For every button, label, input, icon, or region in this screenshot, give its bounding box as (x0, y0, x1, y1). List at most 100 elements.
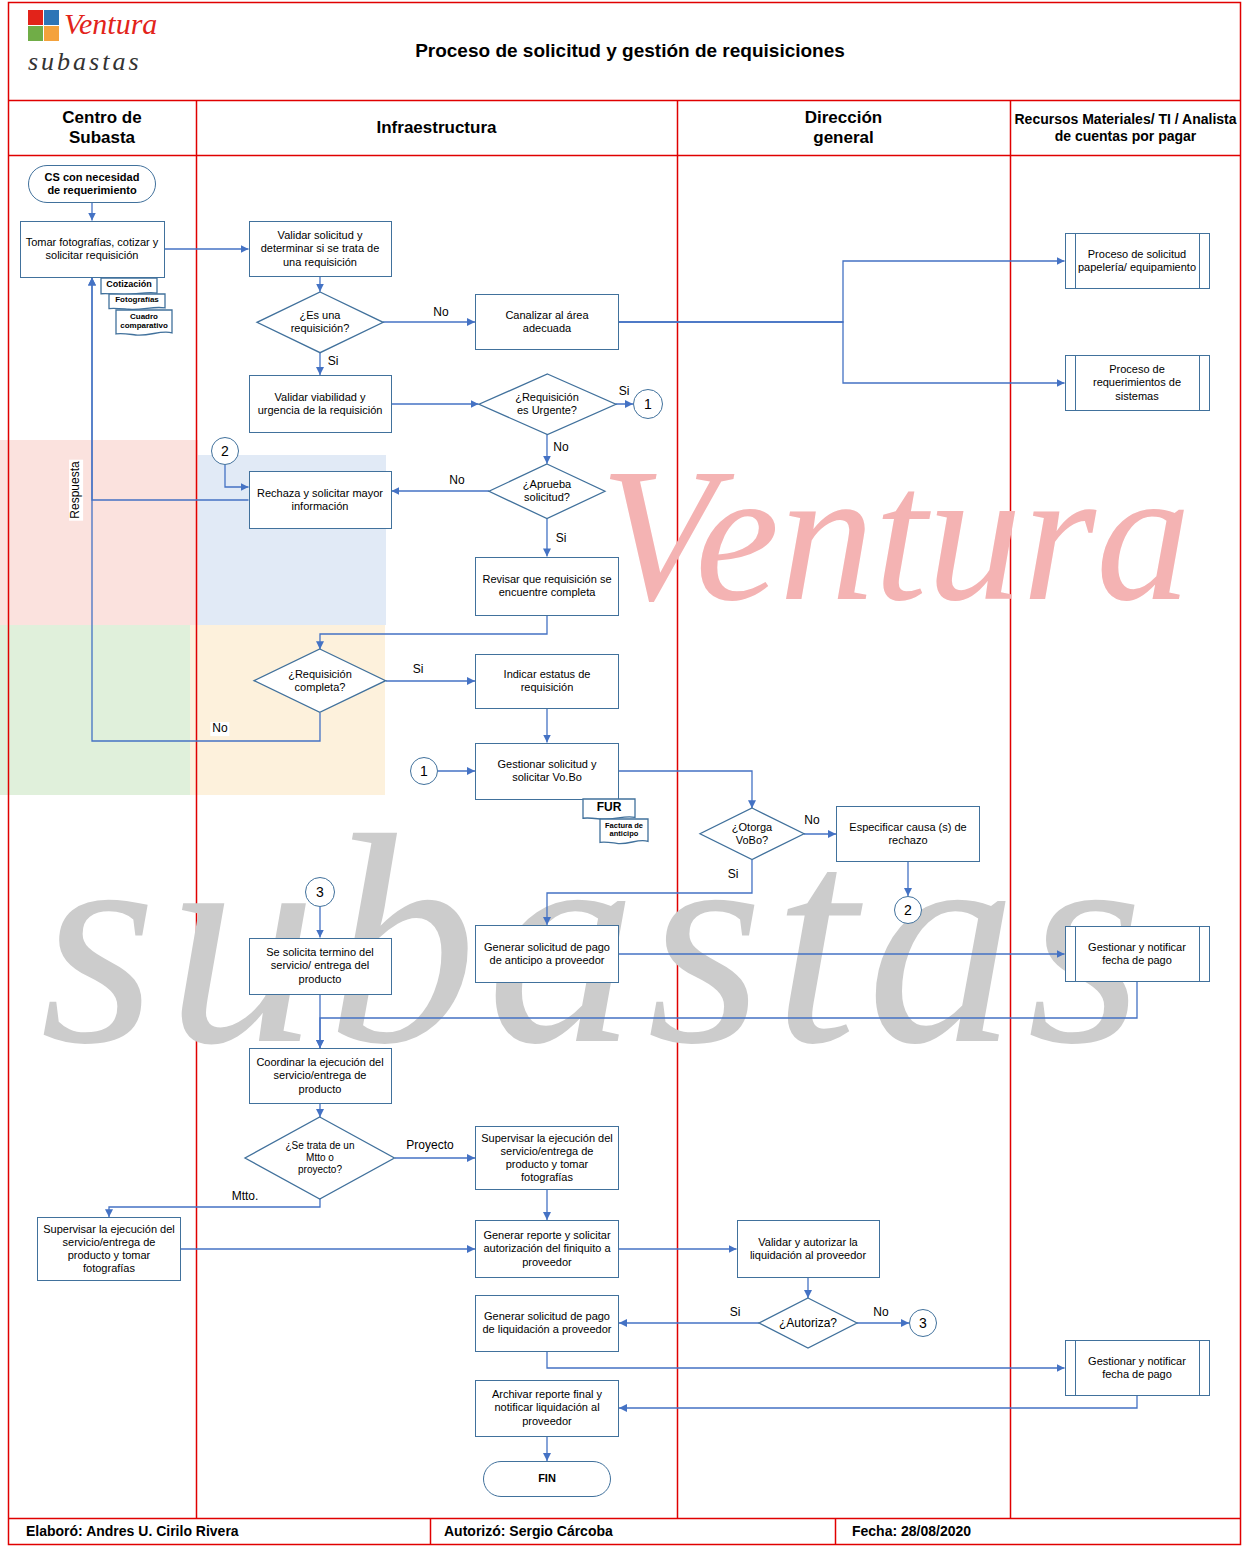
node-text: Tomar fotografías, cotizar y solicitar r… (26, 236, 159, 262)
swimlane: Recursos Materiales/ TI / Analista de cu… (1010, 100, 1241, 1518)
edge-label: Si (326, 355, 341, 369)
flow-arrow (615, 403, 633, 404)
document-shape: FUR (583, 799, 635, 820)
node-text: Proceso de solicitud papelería/ equipami… (1078, 248, 1197, 274)
edge-label: No (551, 441, 570, 455)
flow-arrow (546, 1437, 547, 1462)
process-box: Validar viabilidad y urgencia de la requ… (249, 375, 392, 433)
document-shape: Cotización (101, 278, 157, 296)
diamond-shape (257, 292, 383, 353)
process-box: Se solicita termino del servicio/ entreg… (249, 938, 392, 995)
document-shape: Factura de anticipo (600, 819, 648, 845)
connector-circle: 1 (410, 757, 438, 785)
node-text: 3 (316, 885, 324, 899)
terminator: FIN (483, 1461, 611, 1497)
flow-arrow (92, 278, 249, 501)
process-box: Generar reporte y solicitar autorización… (475, 1220, 619, 1278)
flow-arrow (320, 982, 1137, 1048)
flow-arrow (395, 1157, 475, 1158)
edge-label: Si (726, 868, 741, 882)
process-box: Validar y autorizar la liquidación al pr… (737, 1220, 880, 1278)
edge-label: No (210, 722, 229, 736)
node-text: Archivar reporte final y notificar liqui… (481, 1388, 613, 1428)
node-text: 2 (221, 444, 229, 458)
lane-header: Dirección general (677, 100, 1010, 155)
document-shape-outline (116, 310, 172, 335)
diamond-shape (759, 1298, 857, 1348)
flow-arrow (619, 322, 1065, 383)
flow-arrow (619, 1248, 737, 1249)
decision-diamond: ¿Requisición completa? (254, 649, 386, 712)
flow-arrow (619, 1396, 1137, 1408)
lane-title: Centro de Subasta (47, 108, 157, 147)
node-text: Fotografías (112, 296, 162, 305)
decision-diamond: ¿Autoriza? (759, 1298, 857, 1348)
flow-arrow (619, 771, 752, 808)
flow-arrow (165, 248, 249, 249)
flow-arrow (319, 995, 320, 1049)
flow-arrow (619, 261, 1065, 322)
edge-label: No (871, 1306, 890, 1320)
flow-arrow (392, 403, 479, 404)
diamond-shape (700, 808, 804, 859)
decision-diamond: ¿Otorga VoBo? (700, 808, 804, 859)
flow-arrow (619, 1322, 759, 1323)
connector-circle: 3 (305, 877, 335, 907)
predefined-process: Gestionar y notificar fecha de pago (1065, 926, 1210, 982)
logo-subtitle: subastas (28, 46, 142, 77)
node-text: Supervisar la ejecución del servicio/ent… (43, 1223, 175, 1276)
node-text: Generar reporte y solicitar autorización… (481, 1229, 613, 1269)
process-box: Tomar fotografías, cotizar y solicitar r… (20, 221, 165, 278)
process-box: Validar solicitud y determinar si se tra… (249, 221, 392, 277)
flow-arrow (438, 770, 475, 771)
predefined-process: Proceso de requerimientos de sistemas (1065, 355, 1210, 411)
flow-arrow (225, 465, 249, 487)
process-box: Especificar causa (s) de rechazo (836, 806, 980, 862)
document-shape-outline (101, 278, 157, 295)
logo-square (44, 10, 59, 25)
frame-line (8, 1518, 1241, 1520)
edge-label: No (431, 306, 450, 320)
lane-header: Infraestructura (196, 100, 677, 155)
frame-line (8, 155, 1241, 157)
node-text: Especificar causa (s) de rechazo (842, 821, 974, 847)
frame-border (9, 3, 1241, 1545)
flow-arrow (319, 907, 320, 938)
node-text: Cotización (104, 280, 154, 290)
footer-note: Fecha: 28/08/2020 (852, 1523, 971, 1539)
flow-arrow (546, 709, 547, 743)
lane-title: Dirección general (784, 108, 904, 147)
footer-divider (430, 1518, 432, 1545)
process-box: Gestionar solicitud y solicitar Vo.Bo (475, 743, 619, 800)
node-text: Indicar estatus de requisición (481, 668, 613, 694)
node-text: Generar solicitud de pago de liquidación… (481, 1310, 613, 1336)
connector-circle: 2 (894, 896, 922, 924)
node-text: 3 (919, 1316, 927, 1330)
node-text: Validar viabilidad y urgencia de la requ… (255, 391, 386, 417)
footer-note: Autorizó: Sergio Cárcoba (444, 1523, 613, 1539)
node-text: 2 (904, 903, 912, 917)
flow-arrow (392, 490, 490, 491)
swimlane: Centro de SubastaCS con necesidad de req… (8, 100, 196, 1518)
node-text: Factura de anticipo (603, 822, 645, 839)
process-box: Indicar estatus de requisición (475, 654, 619, 709)
edge-label: Si (728, 1306, 743, 1320)
connector-circle: 1 (633, 389, 663, 419)
flow-arrow (319, 1104, 320, 1117)
flow-arrow (109, 1199, 320, 1217)
process-box: Supervisar la ejecución del servicio/ent… (37, 1217, 181, 1281)
node-text: FUR (586, 801, 632, 814)
node-text: Revisar que requisición se encuentre com… (481, 573, 613, 599)
footer-note: Elaboró: Andres U. Cirilo Rivera (26, 1523, 239, 1539)
diamond-shape (489, 464, 605, 519)
process-box: Revisar que requisición se encuentre com… (475, 557, 619, 616)
node-text: ¿Aprueba solicitud? (511, 478, 582, 504)
watermark-block (190, 625, 385, 795)
node-text: Supervisar la ejecución del servicio/ent… (481, 1132, 613, 1185)
watermark-block (0, 625, 190, 795)
diamond-shape (479, 374, 616, 435)
